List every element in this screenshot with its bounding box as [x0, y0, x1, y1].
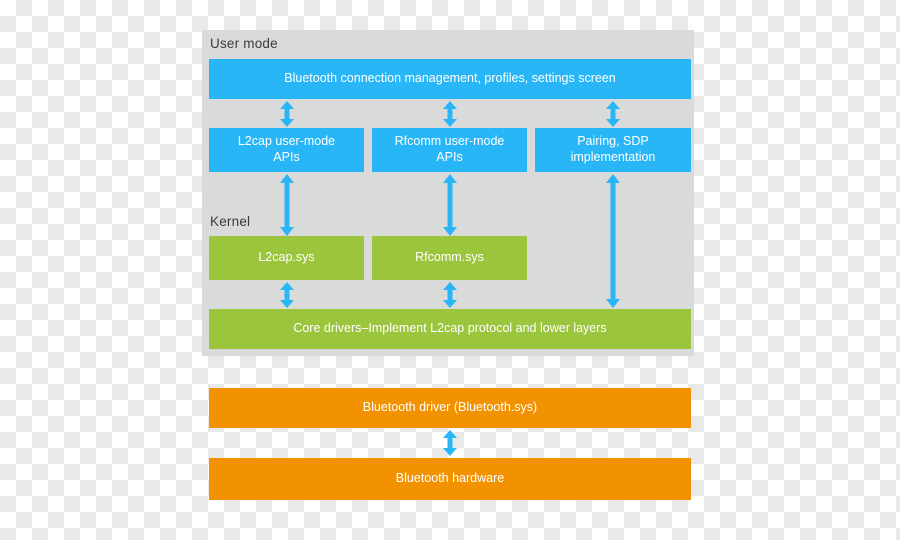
- arrow-rfcomm-sys-to-core-drivers: [440, 282, 460, 308]
- box-rfcomm-sys[interactable]: Rfcomm.sys: [372, 236, 527, 280]
- box-pairing-sdp[interactable]: Pairing, SDP implementation: [535, 128, 691, 172]
- box-bluetooth-hardware[interactable]: Bluetooth hardware: [209, 458, 691, 500]
- arrow-connmgmt-to-l2cap-api: [277, 101, 297, 127]
- arrow-driver-to-hardware: [440, 430, 460, 456]
- arrow-l2cap-sys-to-core-drivers: [277, 282, 297, 308]
- box-rfcomm-user-mode-apis[interactable]: Rfcomm user-mode APIs: [372, 128, 527, 172]
- arrow-pairing-to-core-drivers: [603, 174, 623, 308]
- arrow-connmgmt-to-pairing: [603, 101, 623, 127]
- box-l2cap-user-mode-apis[interactable]: L2cap user-mode APIs: [209, 128, 364, 172]
- box-l2cap-sys[interactable]: L2cap.sys: [209, 236, 364, 280]
- arrow-connmgmt-to-rfcomm-api: [440, 101, 460, 127]
- kernel-label: Kernel: [210, 214, 251, 229]
- arrow-l2cap-api-to-l2cap-sys: [277, 174, 297, 236]
- user-mode-label: User mode: [210, 36, 278, 51]
- box-core-drivers[interactable]: Core drivers–Implement L2cap protocol an…: [209, 309, 691, 349]
- arrow-rfcomm-api-to-rfcomm-sys: [440, 174, 460, 236]
- box-bluetooth-driver[interactable]: Bluetooth driver (Bluetooth.sys): [209, 388, 691, 428]
- box-connection-management[interactable]: Bluetooth connection management, profile…: [209, 59, 691, 99]
